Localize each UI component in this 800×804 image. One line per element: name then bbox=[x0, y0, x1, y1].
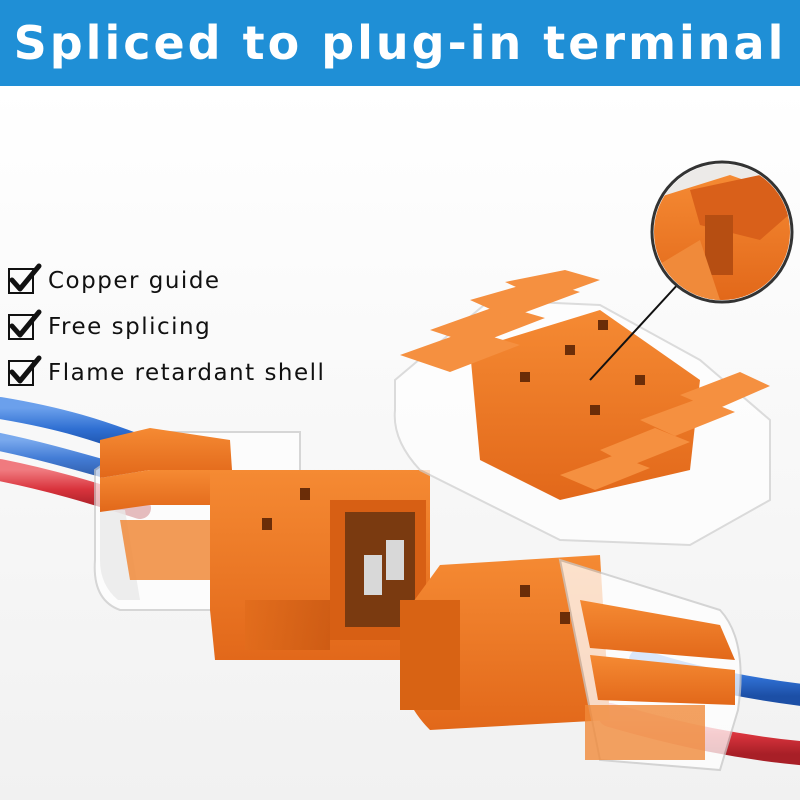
feature-item-copper-guide: Copper guide bbox=[8, 258, 368, 304]
feature-label: Flame retardant shell bbox=[48, 360, 326, 386]
zoom-callout bbox=[589, 160, 794, 381]
feature-label: Copper guide bbox=[48, 268, 221, 294]
feature-item-free-splicing: Free splicing bbox=[8, 304, 368, 350]
feature-item-flame-retardant: Flame retardant shell bbox=[8, 350, 368, 396]
connector-illustration bbox=[0, 86, 800, 800]
connector-quad bbox=[393, 270, 771, 547]
title-banner: Spliced to plug-in terminal bbox=[0, 0, 800, 86]
feature-list: Copper guide Free splicing Flame retarda… bbox=[8, 258, 368, 396]
feature-label: Free splicing bbox=[48, 314, 212, 340]
product-photo bbox=[0, 86, 800, 800]
checkbox-checked-icon bbox=[8, 309, 42, 340]
checkbox-checked-icon bbox=[8, 355, 42, 386]
banner-title: Spliced to plug-in terminal bbox=[13, 16, 787, 70]
checkbox-checked-icon bbox=[8, 263, 42, 294]
connector-right bbox=[400, 555, 742, 772]
